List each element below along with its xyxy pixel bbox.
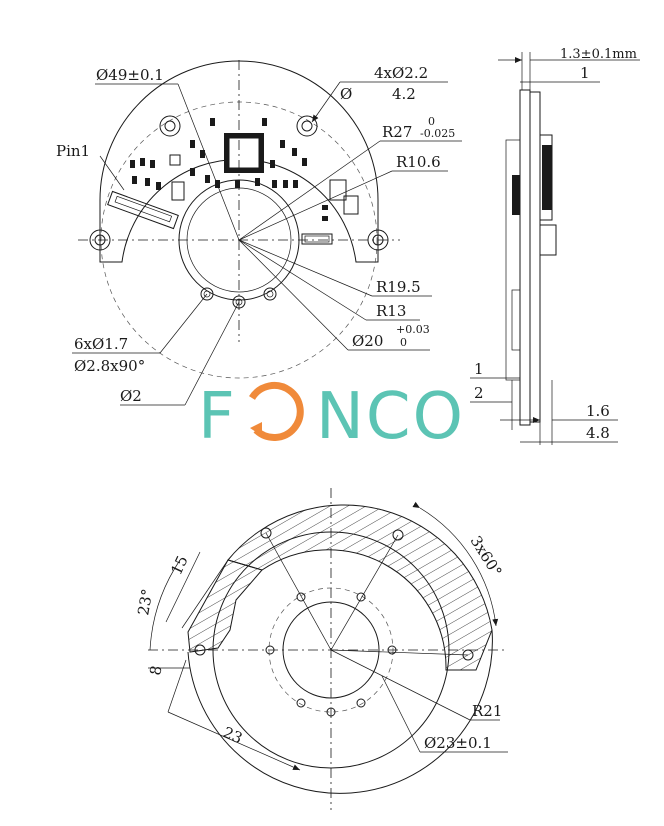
angle-23-label: 23° <box>134 587 156 616</box>
thk-1-label: 1 <box>580 64 590 82</box>
r27-tol-bot: -0.025 <box>420 127 455 140</box>
pin1-connector <box>107 190 179 230</box>
r27-label: R27 <box>382 123 412 141</box>
hatched-ring <box>227 504 493 671</box>
holes6-label: 6xØ1.7 <box>74 335 128 353</box>
dia2-label: Ø2 <box>120 387 142 405</box>
smd-components <box>130 118 359 245</box>
r19-5-label: R19.5 <box>376 278 421 296</box>
dia-outer-label: Ø49±0.1 <box>96 66 164 84</box>
side-dim-4-8: 4.8 <box>586 424 610 442</box>
logo-arrow-e <box>249 382 304 441</box>
small-holes <box>200 287 277 309</box>
side-dim-1: 1 <box>474 360 484 378</box>
bottom-view: 15 23° 8 23 3x60° R21 Ø23±0.1 <box>134 488 508 810</box>
dia20-tol-top: +0.03 <box>396 323 430 336</box>
top-leaders <box>72 81 462 406</box>
side-dim-1-6: 1.6 <box>586 402 610 420</box>
bottom-outline <box>187 629 493 794</box>
logo-letter-f: F <box>198 380 237 454</box>
top-view: Ø49±0.1 4xØ2.2 Ø 4.2 R27 0 -0.025 R10.6 … <box>56 60 462 406</box>
ic-chip <box>224 133 264 173</box>
pcb-board <box>519 89 531 426</box>
r13-label: R13 <box>376 302 406 320</box>
dim-8-label: 8 <box>146 664 165 677</box>
board-outline <box>99 60 379 263</box>
holes-sub-symbol: Ø <box>340 85 352 103</box>
dia20-tol-bot: 0 <box>400 336 407 349</box>
mounting-holes <box>89 115 389 251</box>
side-view: 1.3±0.1mm 1 1 2 1.6 4.8 <box>470 47 640 445</box>
r10-6-label: R10.6 <box>396 153 441 171</box>
angle-3x60-label: 3x60° <box>467 533 506 580</box>
dia23-label: Ø23±0.1 <box>424 734 492 752</box>
holes-count-label: 4xØ2.2 <box>374 64 428 82</box>
logo-letters-nco: NCO <box>316 380 465 454</box>
r27-tol-top: 0 <box>428 115 435 128</box>
chamfer-label: Ø2.8x90° <box>74 357 145 375</box>
r21-label: R21 <box>472 702 502 720</box>
holes-sub-value: 4.2 <box>392 85 416 103</box>
thk-top-label: 1.3±0.1mm <box>560 47 637 62</box>
pin1-label: Pin1 <box>56 142 90 160</box>
dim-15-label: 15 <box>167 553 191 578</box>
side-dim-2: 2 <box>474 384 484 402</box>
fenco-watermark: F NCO <box>198 380 465 454</box>
dia20-label: Ø20 <box>352 332 383 350</box>
